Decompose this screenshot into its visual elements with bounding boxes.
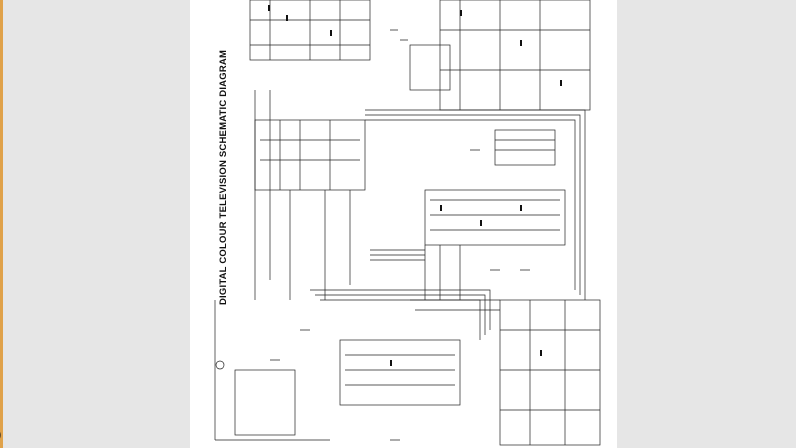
viewer-left-edge (0, 0, 3, 448)
schematic-title: DIGITAL COLOUR TELEVISION SCHEMATIC DIAG… (218, 49, 229, 305)
schematic-drawing (214, 0, 601, 446)
document-page[interactable]: DIGITAL COLOUR TELEVISION SCHEMATIC DIAG… (190, 0, 617, 448)
viewer-edge-glyph: ) (0, 428, 2, 442)
